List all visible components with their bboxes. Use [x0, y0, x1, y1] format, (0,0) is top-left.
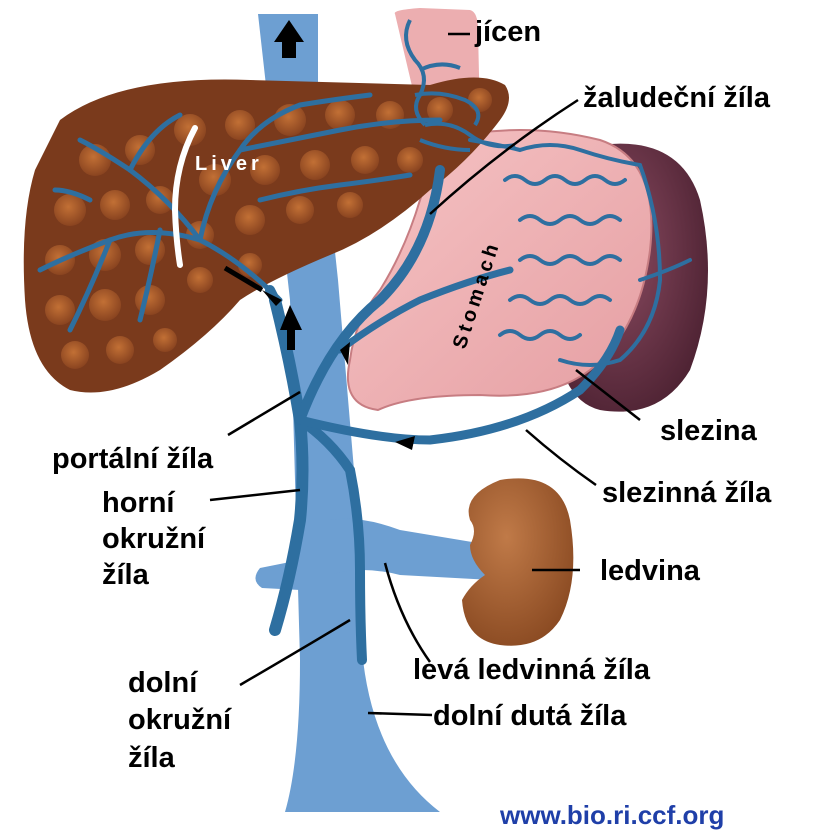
label-slezinna-zila: slezinná žíla [602, 475, 771, 511]
liver-label: Liver [195, 153, 263, 175]
label-portalni-zila: portální žíla [52, 441, 213, 477]
label-zaludecni-zila: žaludeční žíla [583, 80, 770, 116]
label-dolni-duta-zila: dolní dutá žíla [433, 698, 626, 734]
label-dolni-okruzni-zila-2: okružní [128, 702, 231, 738]
label-leva-ledvinna-zila: levá ledvinná žíla [413, 652, 650, 688]
label-horni-okruzni-zila-2: okružní [102, 521, 205, 557]
label-dolni-okruzni-zila-1: dolní [128, 665, 197, 701]
label-dolni-okruzni-zila-3: žíla [128, 740, 175, 776]
label-horni-okruzni-zila-1: horní [102, 485, 175, 521]
source-credit: www.bio.ri.ccf.org [500, 800, 724, 831]
kidney [462, 478, 573, 645]
label-ledvina: ledvina [600, 553, 700, 589]
label-slezina: slezina [660, 413, 757, 449]
label-jicen: jícen [475, 14, 541, 50]
label-horni-okruzni-zila-3: žíla [102, 557, 149, 593]
